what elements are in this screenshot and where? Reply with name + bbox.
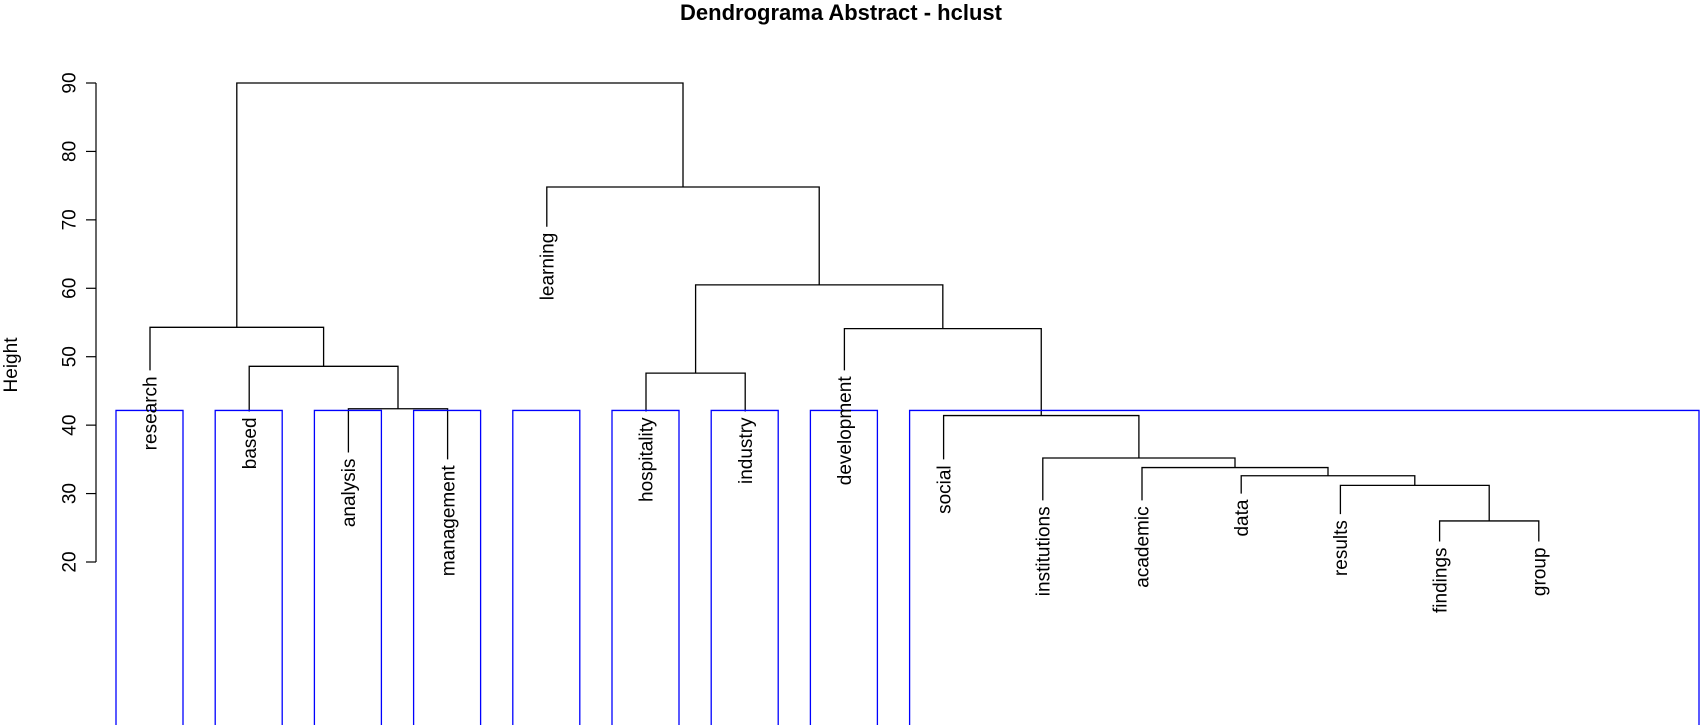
link-m_root	[236, 82, 684, 328]
cluster-rect	[611, 409, 680, 725]
link-m_lh	[546, 186, 820, 285]
cluster-rect	[115, 409, 184, 725]
cluster-rect	[214, 409, 283, 725]
y-tick-label: 30	[60, 483, 81, 504]
leaf-label: based	[240, 417, 261, 469]
link-m_adrfg	[1141, 466, 1329, 501]
cluster-rect	[908, 409, 1700, 725]
y-tick-label: 90	[60, 72, 81, 93]
leaf-label: analysis	[339, 459, 360, 528]
y-tick-label: 80	[60, 141, 81, 162]
leaf-label: learning	[537, 233, 558, 301]
leaf-label: social	[934, 465, 955, 514]
link-m_s	[942, 414, 1140, 460]
leaf-label: data	[1232, 499, 1253, 536]
link-m_am	[347, 408, 449, 460]
link-m_fg	[1438, 520, 1540, 542]
cluster-rectangles	[115, 409, 1700, 725]
leaf-label: management	[438, 465, 459, 577]
leaf-label: research	[141, 376, 162, 450]
chart-title: Dendrograma Abstract - hclust	[680, 0, 1003, 25]
cluster-rect	[313, 409, 383, 725]
y-tick-label: 20	[60, 551, 81, 572]
link-m_bam	[248, 365, 399, 412]
leaf-label: institutions	[1033, 506, 1054, 596]
leaf-label: hospitality	[637, 417, 658, 502]
y-axis-label: Height	[1, 337, 22, 393]
cluster-rect	[412, 409, 482, 725]
link-m_hi	[645, 372, 746, 412]
cluster-rect	[809, 409, 879, 725]
leaf-label: group	[1529, 547, 1550, 596]
leaf-label: development	[835, 376, 856, 486]
link-m_i	[1042, 457, 1236, 501]
link-m_rb	[149, 326, 325, 371]
leaf-label: results	[1331, 520, 1352, 576]
dendrogram-links	[149, 82, 1540, 542]
y-tick-label: 50	[60, 346, 81, 367]
leaf-label: findings	[1430, 547, 1451, 613]
leaf-label: academic	[1133, 506, 1154, 587]
link-m_rfg	[1339, 484, 1490, 521]
y-tick-label: 70	[60, 209, 81, 230]
y-tick-label: 40	[60, 415, 81, 436]
link-m_ds	[843, 328, 1042, 416]
leaf-labels: research based analysis management learning h…	[141, 233, 1551, 613]
leaf-label: industry	[736, 417, 757, 484]
cluster-rect	[710, 409, 779, 725]
y-axis: 20 30 40 50 60 70 80 90	[60, 72, 97, 573]
link-m_drfg	[1240, 475, 1416, 494]
cluster-rect	[512, 409, 581, 725]
y-tick-label: 60	[60, 278, 81, 299]
